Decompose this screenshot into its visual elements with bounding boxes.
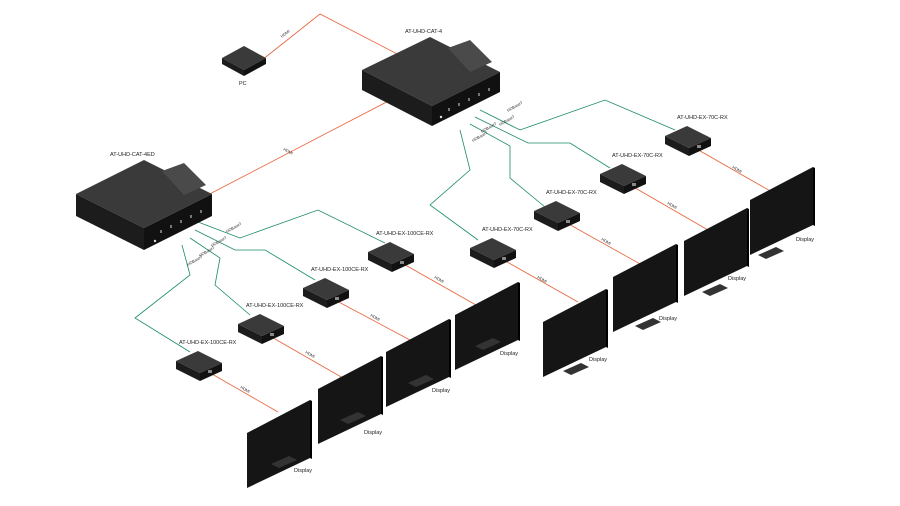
hdmi-cable-pc bbox=[261, 13, 406, 61]
hdmi-cable-d7 bbox=[267, 334, 344, 379]
display-2: Display bbox=[684, 208, 749, 296]
display-2-label: Display bbox=[728, 276, 746, 282]
receiver-2[interactable]: AT-UHD-EX-70C-RX bbox=[600, 153, 663, 194]
hdmi-cable-d6 bbox=[334, 299, 411, 341]
cable-label-link: HDMI bbox=[283, 146, 294, 155]
cable-label-hb4: HDBaseT bbox=[471, 130, 489, 143]
hdmi-cable-d1 bbox=[694, 147, 773, 193]
display-6-label: Display bbox=[432, 388, 450, 394]
display-7-label: Display bbox=[364, 430, 382, 436]
receiver-8-label: AT-UHD-EX-100CE-RX bbox=[179, 340, 237, 346]
hdmi-cable-link bbox=[201, 94, 401, 199]
display-5-label: Display bbox=[500, 351, 518, 357]
hdmi-cable-d2 bbox=[629, 184, 709, 231]
switch-cat-4[interactable]: AT-UHD-CAT-4 bbox=[362, 29, 500, 126]
cable-label-hb8: HDBaseT bbox=[186, 254, 204, 267]
receiver-8[interactable]: AT-UHD-EX-100CE-RX bbox=[176, 340, 237, 381]
cable-label-d8: HDMI bbox=[240, 385, 251, 394]
receiver-1-label: AT-UHD-EX-70C-RX bbox=[677, 115, 728, 121]
receiver-7[interactable]: AT-UHD-EX-100CE-RX bbox=[238, 303, 304, 344]
hdmi-cable-d5 bbox=[399, 261, 477, 306]
receiver-7-label: AT-UHD-EX-100CE-RX bbox=[246, 303, 304, 309]
receiver-2-label: AT-UHD-EX-70C-RX bbox=[612, 153, 663, 159]
cable-label-d5: HDMI bbox=[434, 275, 445, 284]
cable-label-hb5: HDBaseT bbox=[225, 221, 243, 234]
cable-label-d2: HDMI bbox=[667, 201, 678, 210]
cable-label-d1: HDMI bbox=[732, 165, 743, 174]
pc-label: PC bbox=[239, 81, 247, 87]
hdbaset-cable-1 bbox=[479, 99, 676, 131]
cable-label-hb1: HDBaseT bbox=[506, 100, 524, 113]
display-3: Display bbox=[613, 244, 678, 332]
switch-cat-4-label: AT-UHD-CAT-4 bbox=[405, 29, 442, 35]
display-4-label: Display bbox=[589, 357, 607, 363]
hdmi-cable-d3 bbox=[564, 221, 643, 266]
hdbaset-cable-6 bbox=[194, 229, 316, 281]
cable-label-hb2: HDBaseT bbox=[498, 114, 516, 127]
receiver-3-label: AT-UHD-EX-70C-RX bbox=[546, 190, 597, 196]
display-8-label: Display bbox=[294, 468, 312, 474]
display-3-label: Display bbox=[659, 316, 677, 322]
hdbaset-cable-5 bbox=[197, 209, 386, 244]
hdbaset-cable-2 bbox=[474, 116, 611, 169]
cable-label-d7: HDMI bbox=[305, 350, 316, 359]
receiver-1[interactable]: AT-UHD-EX-70C-RX bbox=[665, 115, 728, 156]
display-4: Display bbox=[543, 289, 608, 377]
display-8: Display bbox=[247, 400, 312, 488]
switch-cat-4ed[interactable]: AT-UHD-CAT-4ED bbox=[76, 152, 212, 250]
cable-label-d3: HDMI bbox=[601, 237, 612, 246]
receiver-5[interactable]: AT-UHD-EX-100CE-RX bbox=[368, 231, 434, 272]
receiver-6[interactable]: AT-UHD-EX-100CE-RX bbox=[303, 267, 369, 308]
display-5: Display bbox=[455, 282, 520, 370]
switch-cat-4ed-label: AT-UHD-CAT-4ED bbox=[110, 152, 155, 158]
display-6: Display bbox=[386, 319, 451, 407]
receiver-5-label: AT-UHD-EX-100CE-RX bbox=[376, 231, 434, 237]
receiver-6-label: AT-UHD-EX-100CE-RX bbox=[311, 267, 369, 273]
cable-label-d6: HDMI bbox=[370, 313, 381, 322]
hdbaset-cable-4 bbox=[429, 129, 479, 241]
hdmi-cable-d8 bbox=[204, 369, 279, 413]
hdbaset-cable-7 bbox=[189, 237, 251, 316]
receiver-3[interactable]: AT-UHD-EX-70C-RX bbox=[534, 190, 597, 231]
cables-layer bbox=[134, 13, 773, 413]
receiver-4-label: AT-UHD-EX-70C-RX bbox=[482, 227, 533, 233]
pc-device[interactable]: PC bbox=[222, 46, 266, 87]
display-1: Display bbox=[750, 167, 815, 259]
display-1-label: Display bbox=[796, 237, 814, 243]
hdbaset-cable-8 bbox=[134, 244, 191, 353]
hdmi-cable-d4 bbox=[499, 257, 579, 303]
hdbaset-cable-3 bbox=[469, 123, 546, 208]
display-7: Display bbox=[318, 356, 383, 444]
cable-label-d4: HDMI bbox=[537, 275, 548, 284]
receiver-4[interactable]: AT-UHD-EX-70C-RX bbox=[470, 227, 533, 268]
cable-label-pc: HDMI bbox=[280, 29, 291, 39]
